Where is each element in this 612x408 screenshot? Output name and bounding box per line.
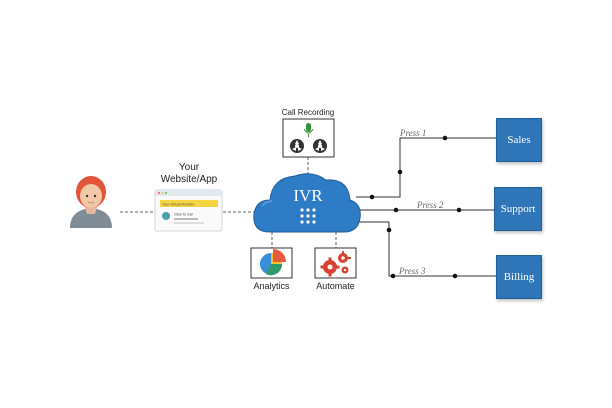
billing-node: Billing: [496, 255, 542, 299]
analytics-label: Analytics: [253, 281, 290, 291]
reel-icon: [290, 139, 327, 153]
analytics-box: [250, 247, 293, 279]
route-dot: [456, 207, 462, 213]
support-node: Support: [494, 187, 542, 231]
route-dot: [452, 273, 458, 279]
website-banner: Your Virtual Number: [162, 203, 195, 207]
sales-node: Sales: [496, 118, 542, 162]
ivr-label: IVR: [293, 186, 323, 205]
press-2-label: Press 2: [417, 200, 444, 210]
route-sales: [356, 137, 496, 198]
route-dot: [397, 169, 403, 175]
person-icon: [70, 176, 112, 228]
press-1-label: Press 1: [400, 128, 427, 138]
website-icon: [154, 189, 223, 232]
route-dot: [390, 273, 396, 279]
call-recording-box: [282, 118, 335, 158]
route-dot: [442, 135, 448, 141]
microphone-icon: [303, 123, 314, 137]
website-banner-bg: [160, 200, 218, 207]
gears-icon: [320, 251, 351, 277]
automate-box: [314, 247, 357, 279]
cloud-icon: [253, 173, 361, 233]
website-title: Your Website/App: [160, 162, 218, 185]
route-billing: [358, 221, 496, 277]
pie-chart-icon: [260, 249, 286, 276]
route-dot: [393, 207, 399, 213]
connectors: [120, 137, 496, 277]
call-recording-label: Call Recording: [281, 108, 335, 117]
press-3-label: Press 3: [399, 266, 426, 276]
dialpad-icon: [300, 208, 316, 224]
website-cta: Click to Call: [174, 213, 193, 217]
route-dot: [386, 227, 392, 233]
route-dots: [369, 135, 462, 279]
automate-label: Automate: [316, 281, 355, 291]
route-dot: [369, 194, 375, 200]
